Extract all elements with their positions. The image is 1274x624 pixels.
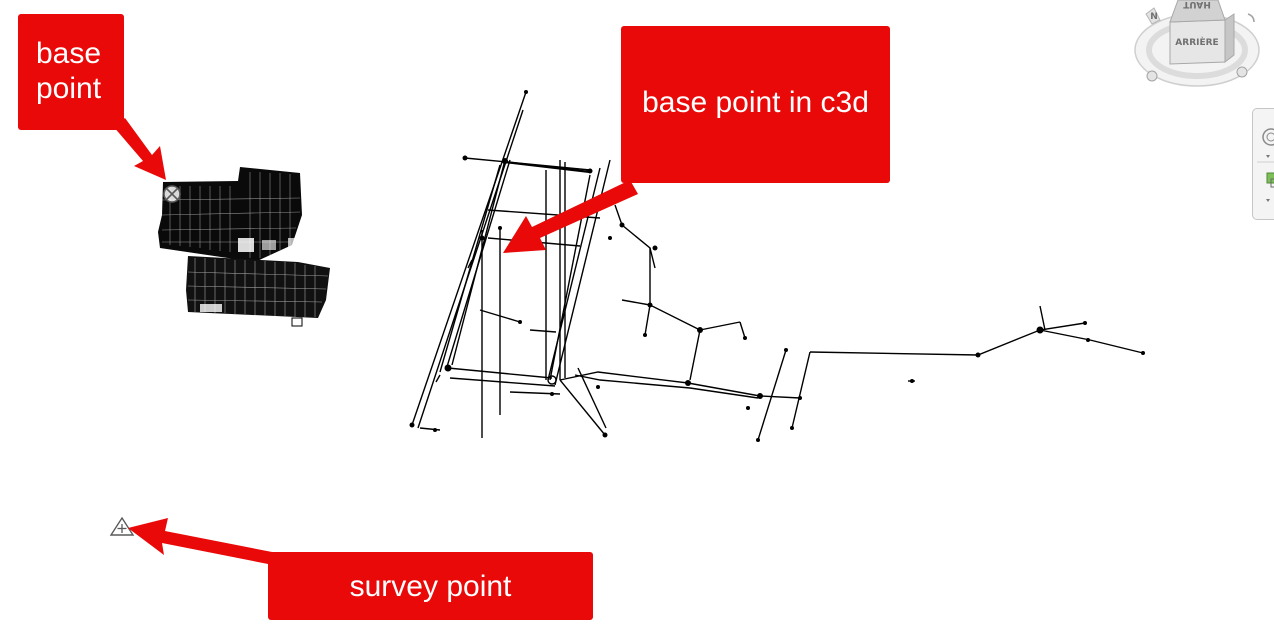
callout-base-point-c3d-text: base point in c3d xyxy=(642,86,869,119)
callout-survey-point-text: survey point xyxy=(349,569,512,603)
viewcube-top-face[interactable]: HAUT xyxy=(1182,0,1211,9)
base-point-marker[interactable] xyxy=(163,185,181,203)
steering-wheel-icon xyxy=(1262,128,1274,146)
survey-point-marker[interactable] xyxy=(109,516,135,536)
viewcube[interactable]: ARRIÈRE HAUT N xyxy=(1130,0,1274,100)
viewcube-rotate-right-icon[interactable] xyxy=(1236,66,1248,78)
arrow-to-base-point-c3d xyxy=(503,180,638,253)
arrow-to-survey-point xyxy=(128,518,272,564)
zoom-extents-icon xyxy=(1266,172,1274,188)
building-model-upper[interactable] xyxy=(158,167,302,262)
viewcube-rotate-left-icon[interactable] xyxy=(1146,70,1158,82)
callout-base-point-line2: point xyxy=(36,72,102,105)
chevron-down-icon xyxy=(1266,155,1270,158)
utility-network-nodes xyxy=(409,90,1145,442)
callout-base-point: base point xyxy=(18,14,124,130)
zoom-extents-button[interactable] xyxy=(1257,165,1274,209)
viewcube-compass-n[interactable]: N xyxy=(1150,12,1158,22)
arrow-to-base-point xyxy=(113,118,166,180)
viewcube-cube[interactable]: ARRIÈRE HAUT xyxy=(1169,0,1235,65)
chevron-down-icon xyxy=(1266,199,1270,202)
viewcube-front-face[interactable]: ARRIÈRE xyxy=(1175,36,1218,48)
viewcube-compass-letter[interactable]: N xyxy=(1145,7,1161,25)
callout-survey-point: survey point xyxy=(268,552,593,620)
viewcube-corner-icon[interactable] xyxy=(1247,13,1255,23)
navigation-bar xyxy=(1252,108,1274,220)
steering-wheel-button[interactable] xyxy=(1257,119,1274,163)
building-model-lower[interactable] xyxy=(186,256,330,327)
callout-base-point-line1: base xyxy=(36,37,102,70)
callout-base-point-c3d: base point in c3d xyxy=(621,26,890,183)
